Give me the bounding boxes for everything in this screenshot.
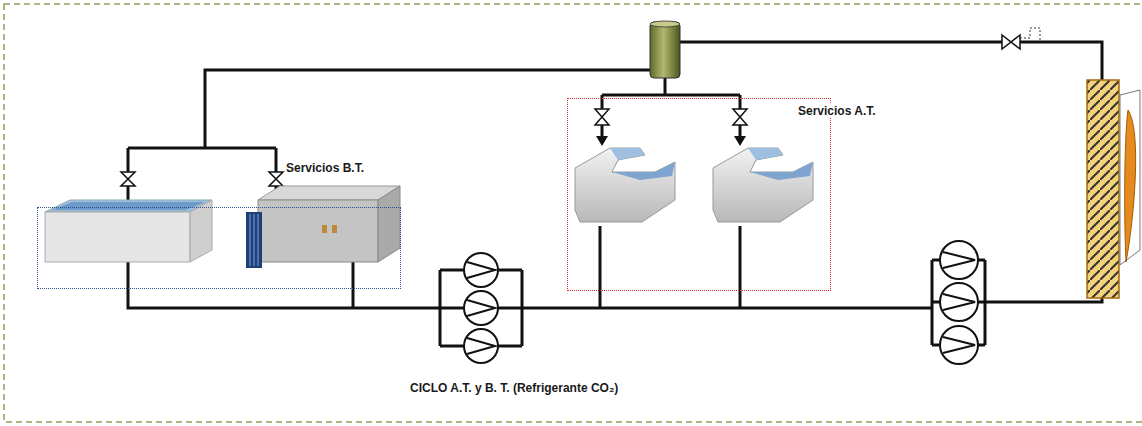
group-label: Servicios A.T. bbox=[796, 104, 878, 118]
pipes bbox=[128, 42, 1102, 346]
compressor-rack bbox=[464, 253, 498, 363]
freezer-cabinet bbox=[246, 186, 400, 268]
service-group-box: Servicios A.T. bbox=[567, 98, 831, 291]
display-case bbox=[575, 148, 675, 222]
gas-cooler bbox=[1087, 80, 1140, 298]
pilot-line bbox=[1020, 28, 1040, 42]
service-group-box: Servicios B.T. bbox=[37, 207, 401, 289]
outer-frame bbox=[4, 4, 1142, 422]
flow-arrow bbox=[596, 136, 746, 146]
display-case bbox=[713, 148, 813, 222]
cycle-caption: CICLO A.T. y B. T. (Refrigerante CO₂) bbox=[410, 381, 618, 395]
chest-freezer bbox=[45, 200, 212, 262]
liquid-receiver bbox=[650, 22, 680, 78]
group-label: Servicios B.T. bbox=[286, 161, 364, 175]
expansion-valves bbox=[121, 35, 1020, 186]
compressor-rack bbox=[940, 241, 978, 364]
